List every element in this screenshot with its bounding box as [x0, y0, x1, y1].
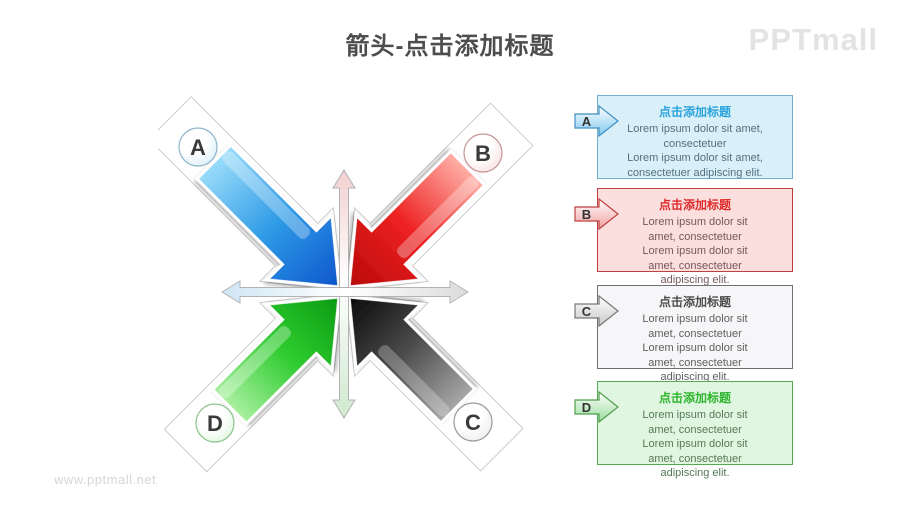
node-circle-b: B [463, 133, 503, 173]
pptmall-logo: PPTmall [748, 22, 878, 57]
arrow-d-green [210, 295, 341, 426]
arrow-a-blue [194, 142, 341, 289]
card-title: 点击添加标题 [658, 391, 731, 405]
axis-horizontal-arrow [221, 280, 469, 304]
arrow-c-black [347, 295, 477, 425]
svg-text:A: A [190, 135, 206, 160]
card-a-arrow-icon: A [574, 104, 619, 138]
node-circle-d: D [195, 403, 235, 443]
card-title: 点击添加标题 [658, 105, 731, 119]
svg-text:B: B [582, 207, 591, 222]
svg-text:A: A [582, 114, 592, 129]
info-card-a: A 点击添加标题 Lorem ipsum dolor sit amet,cons… [574, 95, 793, 179]
card-title: 点击添加标题 [658, 295, 731, 309]
arrow-b-red [347, 149, 487, 289]
svg-text:D: D [207, 411, 223, 436]
card-b-arrow-icon: B [574, 197, 619, 231]
diagram-svg: A B C D [148, 96, 534, 473]
svg-text:C: C [582, 304, 592, 319]
page-title: 箭头-点击添加标题 [345, 33, 555, 60]
card-c-arrow-icon: C [574, 294, 619, 328]
card-title: 点击添加标题 [658, 198, 731, 212]
svg-text:C: C [465, 410, 481, 435]
node-circle-a: A [178, 127, 218, 167]
watermark-url: www.pptmall.net [54, 472, 157, 487]
node-circle-c: C [453, 402, 493, 442]
svg-text:B: B [475, 141, 491, 166]
card-d-arrow-icon: D [574, 390, 619, 424]
converging-arrows-diagram: A B C D [148, 96, 544, 484]
svg-text:D: D [582, 400, 591, 415]
